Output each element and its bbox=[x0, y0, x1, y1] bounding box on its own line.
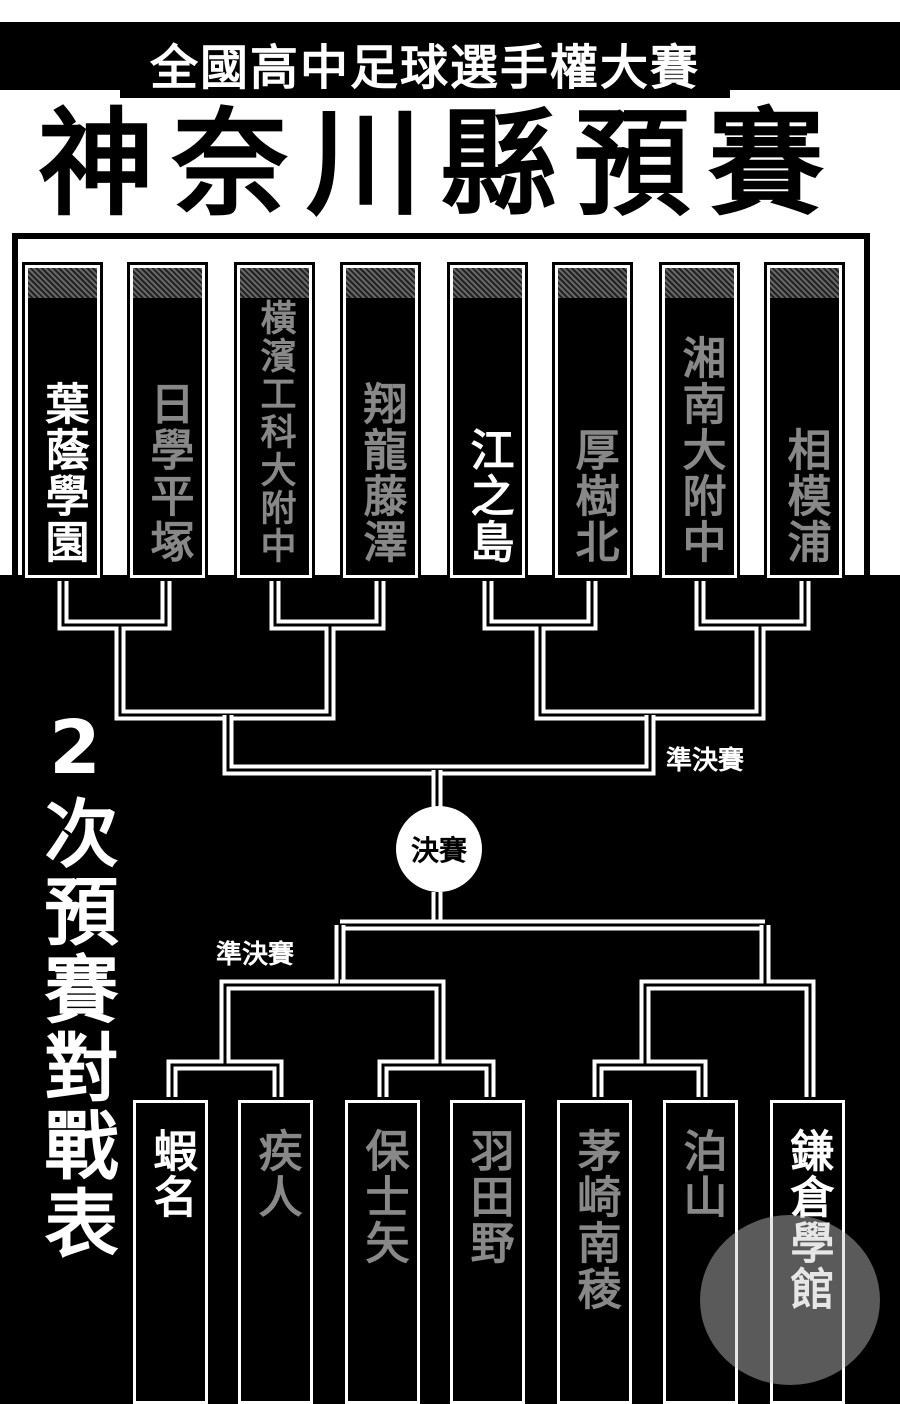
team-box: 鎌倉學館 bbox=[767, 1097, 848, 1404]
tournament-banner: 全國高中足球選手權大賽 bbox=[0, 22, 900, 98]
team-name: 江之島 bbox=[462, 427, 514, 565]
bracket-line bbox=[222, 715, 656, 776]
final-label: 決賽 bbox=[396, 806, 482, 892]
side-title: 2次預賽對戰表 bbox=[32, 705, 118, 1263]
team-name: 茅崎南稜 bbox=[569, 1128, 621, 1312]
banner-text: 全國高中足球選手權大賽 bbox=[120, 28, 730, 98]
watermark-logo bbox=[700, 1215, 880, 1385]
team-box: 疾人 bbox=[235, 1097, 316, 1404]
team-box: 厚樹北 bbox=[552, 262, 633, 581]
bracket-line bbox=[592, 925, 816, 1100]
team-name: 葉蔭學園 bbox=[37, 381, 89, 565]
team-box: 湘南大附中 bbox=[659, 262, 740, 581]
team-name: 泊山 bbox=[675, 1128, 727, 1220]
team-name: 湘南大附中 bbox=[674, 335, 726, 565]
team-name: 蝦名 bbox=[145, 1128, 197, 1220]
team-name: 相模浦 bbox=[779, 427, 831, 565]
team-box: 保士矢 bbox=[342, 1097, 423, 1404]
team-box: 蝦名 bbox=[130, 1097, 211, 1404]
bracket-line bbox=[340, 983, 492, 1100]
team-box: 羽田野 bbox=[447, 1097, 528, 1404]
bracket-line bbox=[650, 578, 807, 717]
bracket-line bbox=[170, 925, 342, 1100]
team-box: 日學平塚 bbox=[127, 262, 208, 581]
page-title: 神奈川縣預賽 bbox=[38, 97, 842, 232]
semifinal-label-top: 準決賽 bbox=[662, 740, 749, 777]
bracket-line bbox=[61, 578, 228, 717]
team-box: 橫濱工科大附中 bbox=[234, 262, 315, 581]
team-box: 相模浦 bbox=[764, 262, 845, 581]
team-name: 日學平塚 bbox=[142, 381, 194, 565]
team-box: 泊山 bbox=[660, 1097, 741, 1404]
semifinal-label-bottom: 準決賽 bbox=[212, 934, 299, 971]
team-name: 鎌倉學館 bbox=[782, 1128, 834, 1312]
team-name: 翔龍藤澤 bbox=[355, 381, 407, 565]
team-name: 羽田野 bbox=[462, 1128, 514, 1266]
team-name: 疾人 bbox=[250, 1128, 302, 1220]
bracket-line bbox=[226, 715, 652, 772]
team-name: 保士矢 bbox=[357, 1128, 409, 1266]
bracket-frame bbox=[12, 233, 870, 579]
bracket-line bbox=[596, 925, 812, 1100]
bracket-line bbox=[482, 578, 650, 721]
team-box: 翔龍藤澤 bbox=[340, 262, 421, 581]
team-box: 江之島 bbox=[447, 262, 528, 581]
team-name: 厚樹北 bbox=[567, 427, 619, 565]
bracket-line bbox=[340, 979, 496, 1100]
bracket-line bbox=[228, 578, 382, 717]
team-box: 茅崎南稜 bbox=[554, 1097, 635, 1404]
bracket-line bbox=[228, 578, 386, 721]
bracket-line bbox=[57, 578, 228, 721]
team-box: 葉蔭學園 bbox=[22, 262, 103, 581]
team-name: 橫濱工科大附中 bbox=[254, 299, 296, 565]
bracket-line bbox=[650, 578, 811, 721]
bracket-line bbox=[486, 578, 650, 717]
